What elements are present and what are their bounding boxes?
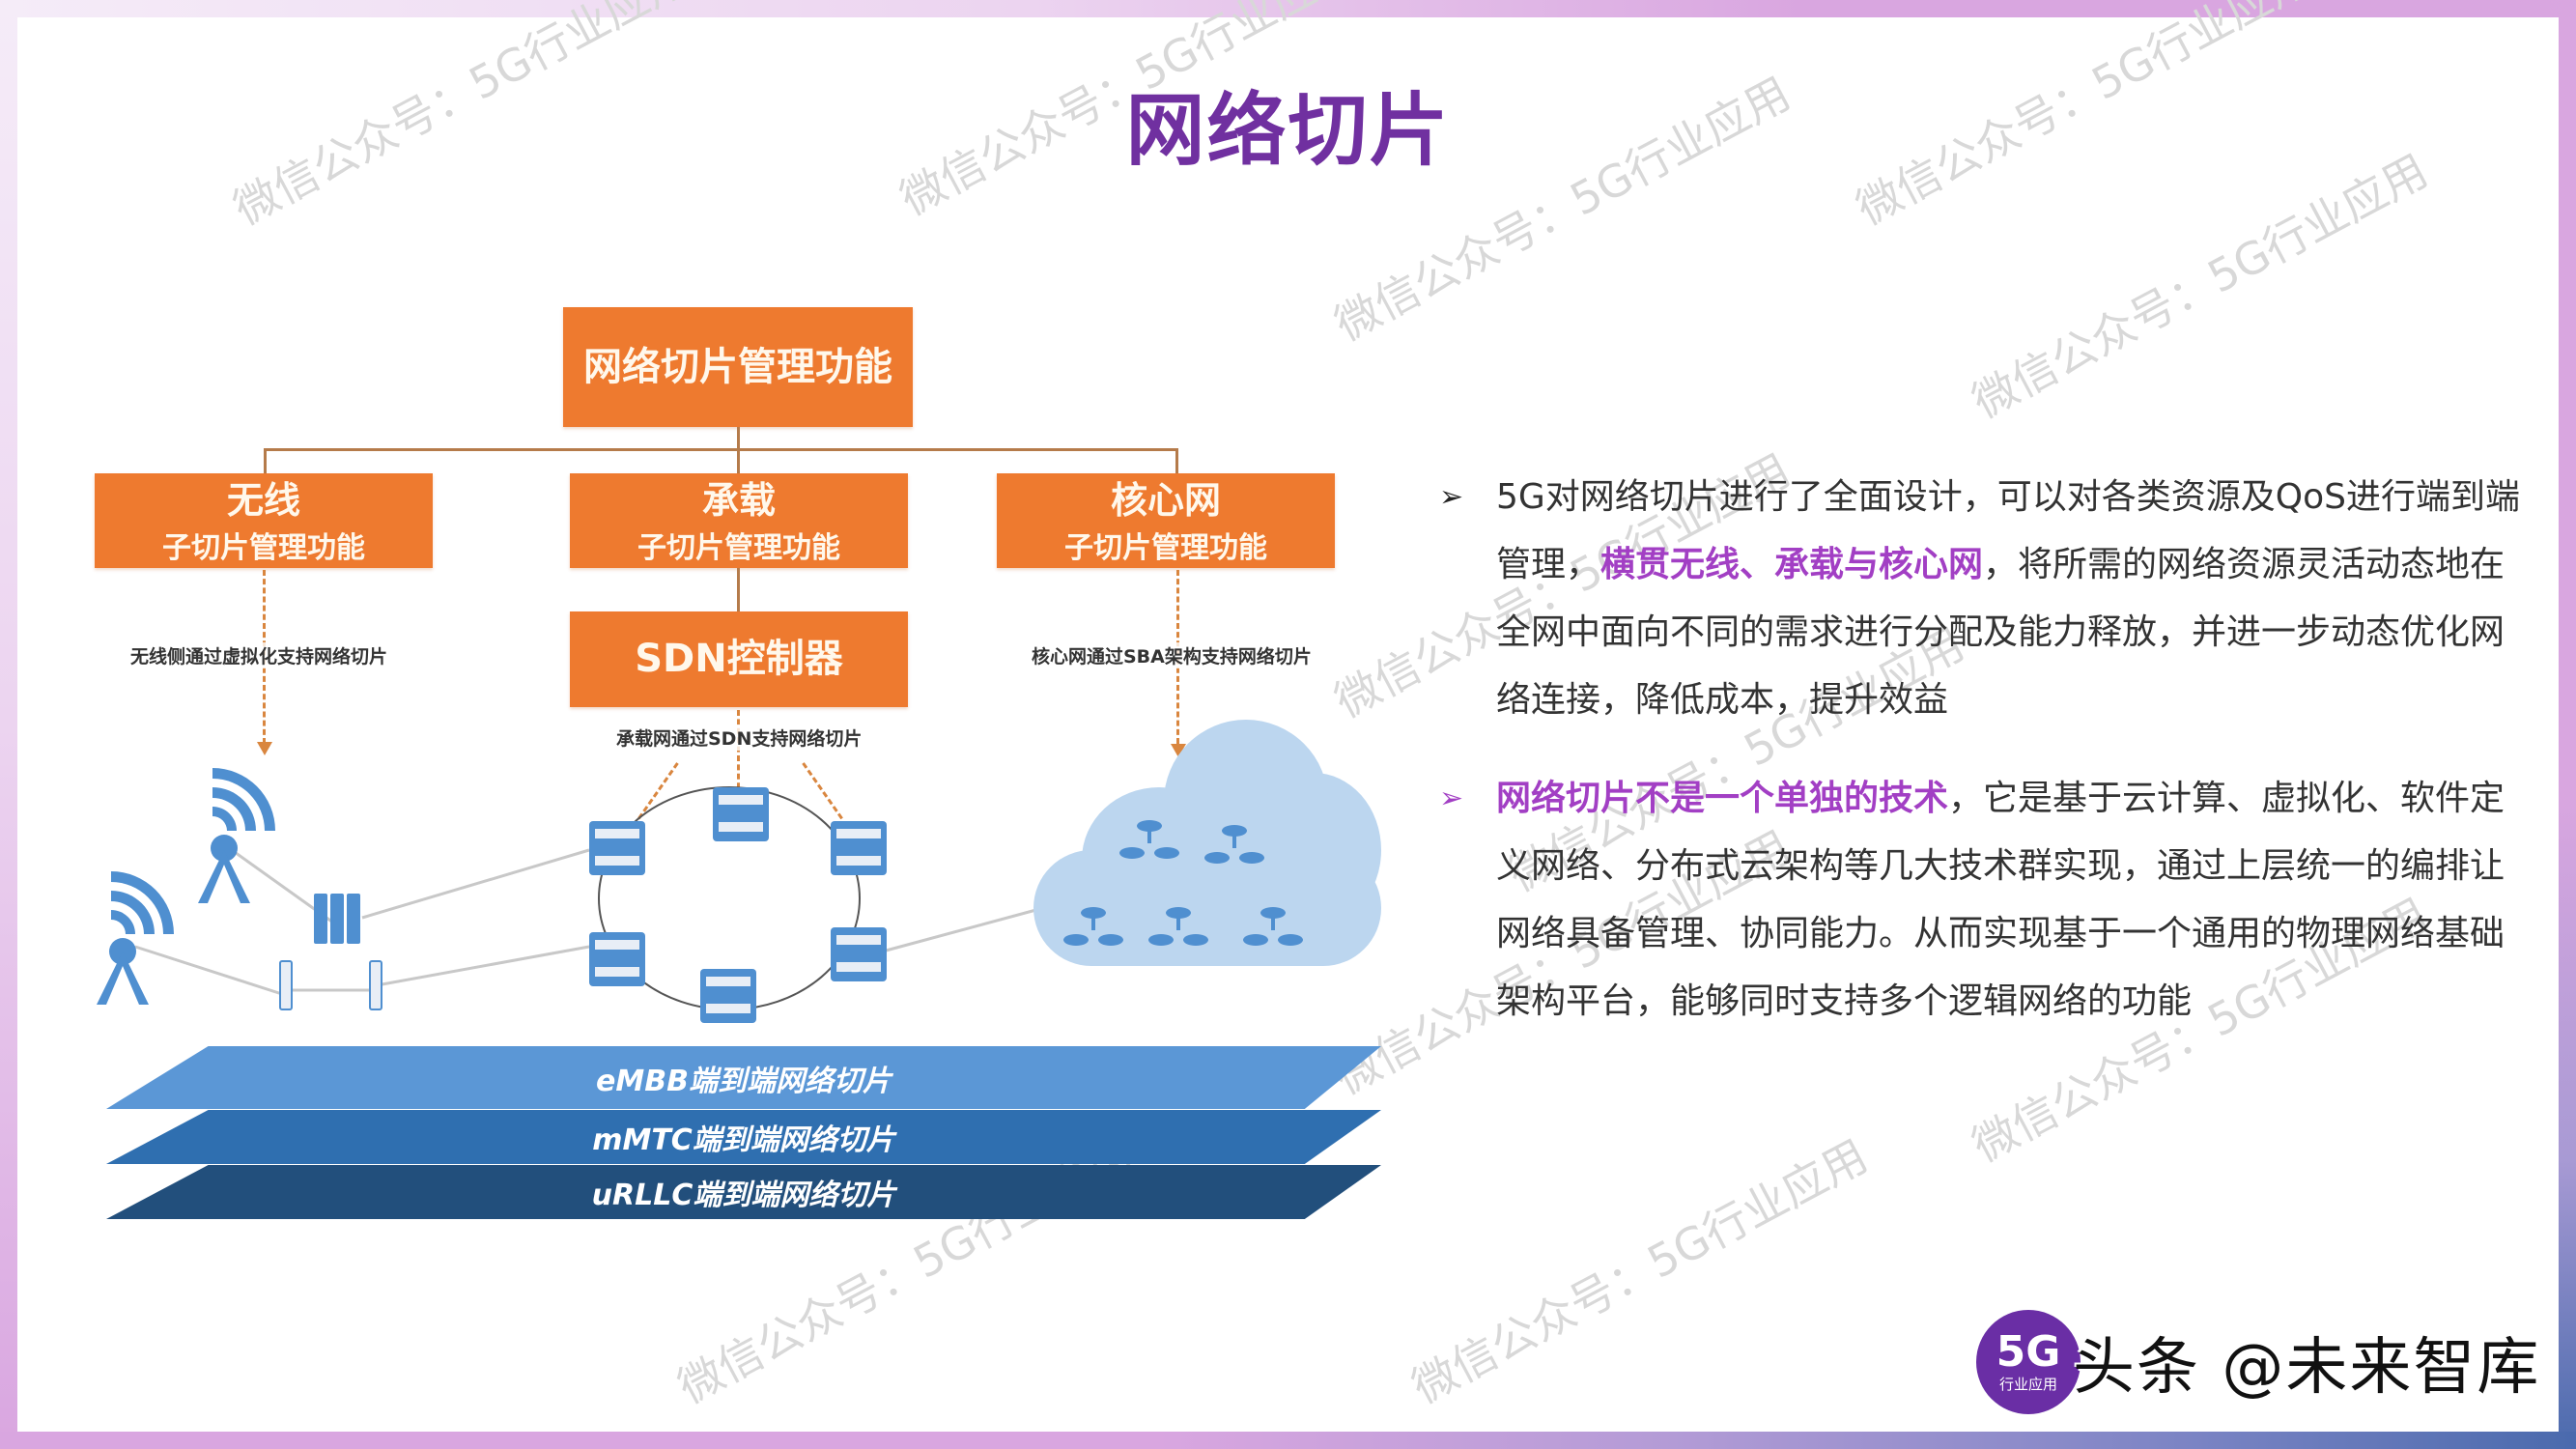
connector-line [737, 448, 740, 473]
database-cluster-icon [1063, 820, 1303, 946]
bearer-support-label: 承载网通过SDN支持网络切片 [616, 724, 863, 751]
network-topology-graphic [97, 720, 1381, 1023]
slide-frame-left [0, 0, 17, 1449]
connector-line [1175, 448, 1178, 473]
slice-mmtc: mMTC端到端网络切片 [106, 1110, 1381, 1164]
sdn-controller-box: SDN控制器 [570, 611, 908, 707]
connector-line [737, 427, 740, 450]
bullet-item: ➢ 网络切片不是一个单独的技术，它是基于云计算、虚拟化、软件定义网络、分布式云架… [1439, 765, 2531, 1036]
network-slicing-diagram: 网络切片管理功能 无线 子切片管理功能 承载 子切片管理功能 核心网 子切片管理… [0, 0, 1410, 1256]
slice-embb: eMBB端到端网络切片 [106, 1046, 1381, 1109]
core-subslice-box: 核心网 子切片管理功能 [997, 473, 1335, 568]
server-rack-icon [314, 894, 360, 944]
arrow-bullet-icon: ➢ [1439, 480, 1464, 514]
slide-title: 网络切片 [1125, 85, 1451, 177]
bearer-subslice-box: 承载 子切片管理功能 [570, 473, 908, 568]
core-support-label: 核心网通过SBA架构支持网络切片 [1032, 642, 1312, 668]
brand-watermark: 5G 行业应用 头条 @未来智库 [1976, 1309, 2540, 1415]
switch-icon [589, 787, 887, 1023]
slice-urllc: uRLLC端到端网络切片 [106, 1165, 1381, 1219]
cloud-icon [1033, 720, 1381, 966]
arrowhead-icon [257, 742, 272, 755]
highlight-text: 网络切片不是一个单独的技术 [1496, 779, 1949, 818]
slide-frame-right [2559, 0, 2576, 1449]
wireless-support-label: 无线侧通过虚拟化支持网络切片 [130, 642, 388, 668]
slide-frame-bottom [0, 1432, 2576, 1449]
highlight-text: 横贯无线、承载与核心网 [1600, 545, 1984, 584]
wireless-subslice-box: 无线 子切片管理功能 [95, 473, 433, 568]
slice-management-box: 网络切片管理功能 [563, 307, 913, 427]
connector-line [264, 448, 1178, 451]
5g-industry-logo: 5G 行业应用 [1976, 1310, 2081, 1414]
toutiao-attribution: 头条 @未来智库 [2073, 1332, 2541, 1404]
connector-line [264, 448, 267, 473]
bullet-list: ➢ 5G对网络切片进行了全面设计，可以对各类资源及QoS进行端到端管理，横贯无线… [1439, 464, 2531, 1066]
antenna-icon [97, 768, 275, 1005]
bullet-item: ➢ 5G对网络切片进行了全面设计，可以对各类资源及QoS进行端到端管理，横贯无线… [1439, 464, 2531, 734]
connector-line [737, 568, 740, 611]
dashed-arrow [737, 710, 740, 807]
arrow-bullet-icon: ➢ [1439, 781, 1464, 815]
router-icon [279, 960, 382, 1010]
